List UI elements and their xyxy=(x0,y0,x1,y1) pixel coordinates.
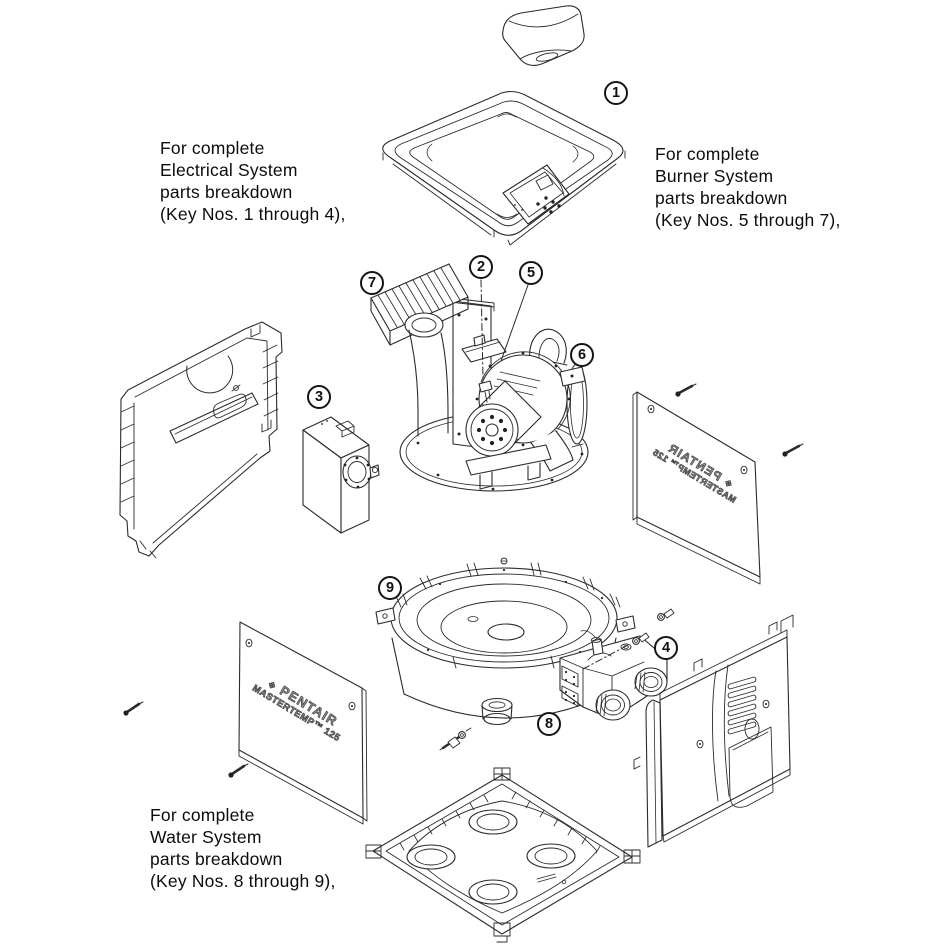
foot-recess xyxy=(406,809,576,905)
rear-brand-panel-part xyxy=(632,383,804,585)
callout-4: 4 xyxy=(654,636,678,660)
burner-system-note: For complete Burner System parts breakdo… xyxy=(655,143,841,231)
note-line: Electrical System xyxy=(160,160,298,180)
pressure-switch xyxy=(591,638,604,656)
right-side-panel-part xyxy=(633,614,794,848)
temperature-sensor-part xyxy=(439,727,472,751)
control-panel xyxy=(502,164,570,225)
note-line: (Key Nos. 5 through 7), xyxy=(655,210,841,230)
water-manifold-part xyxy=(559,630,668,721)
note-line: parts breakdown xyxy=(150,849,283,869)
callout-9: 9 xyxy=(378,576,402,600)
drain-port xyxy=(481,697,513,713)
igniter xyxy=(478,380,493,393)
small-fitting xyxy=(657,608,675,621)
blower-assembly-part xyxy=(461,328,588,490)
vent-grille xyxy=(377,267,461,328)
callout-3: 3 xyxy=(307,385,331,409)
note-line: parts breakdown xyxy=(655,188,788,208)
callout-1: 1 xyxy=(604,81,628,105)
callout-7: 7 xyxy=(360,271,384,295)
callout-leader-lines xyxy=(480,279,631,670)
note-line: For complete xyxy=(160,138,265,158)
note-line: Water System xyxy=(150,827,262,847)
corner-trim xyxy=(645,699,663,848)
corner-feet xyxy=(365,767,641,943)
left-side-inner-panel-part xyxy=(119,321,283,559)
note-line: (Key Nos. 1 through 4), xyxy=(160,204,346,224)
panel-screw xyxy=(782,443,804,457)
callout-2: 2 xyxy=(469,255,493,279)
callout-6: 6 xyxy=(570,343,594,367)
base-pan-part xyxy=(365,767,641,943)
note-line: For complete xyxy=(655,144,760,164)
pan-ribs xyxy=(399,791,601,854)
panel-screw xyxy=(675,383,697,397)
electrical-system-note: For complete Electrical System parts bre… xyxy=(160,137,346,225)
note-line: parts breakdown xyxy=(160,182,293,202)
ignition-control-module-part xyxy=(302,416,380,534)
callout-5: 5 xyxy=(519,261,543,285)
control-buttons xyxy=(514,196,561,214)
small-fitting xyxy=(632,632,650,645)
note-line: Burner System xyxy=(655,166,774,186)
louvers xyxy=(727,676,757,735)
panel-screw xyxy=(123,701,144,716)
exhaust-vent-part xyxy=(370,263,469,437)
front-brand-panel-part xyxy=(238,621,368,825)
vent-cowl-part xyxy=(502,5,585,66)
display-screen xyxy=(535,174,554,191)
water-system-note: For complete Water System parts breakdow… xyxy=(150,804,336,892)
note-line: For complete xyxy=(150,805,255,825)
panel-screw xyxy=(228,763,249,778)
top-lid-part xyxy=(382,90,626,246)
callout-8: 8 xyxy=(537,712,561,736)
note-line: (Key Nos. 8 through 9), xyxy=(150,871,336,891)
